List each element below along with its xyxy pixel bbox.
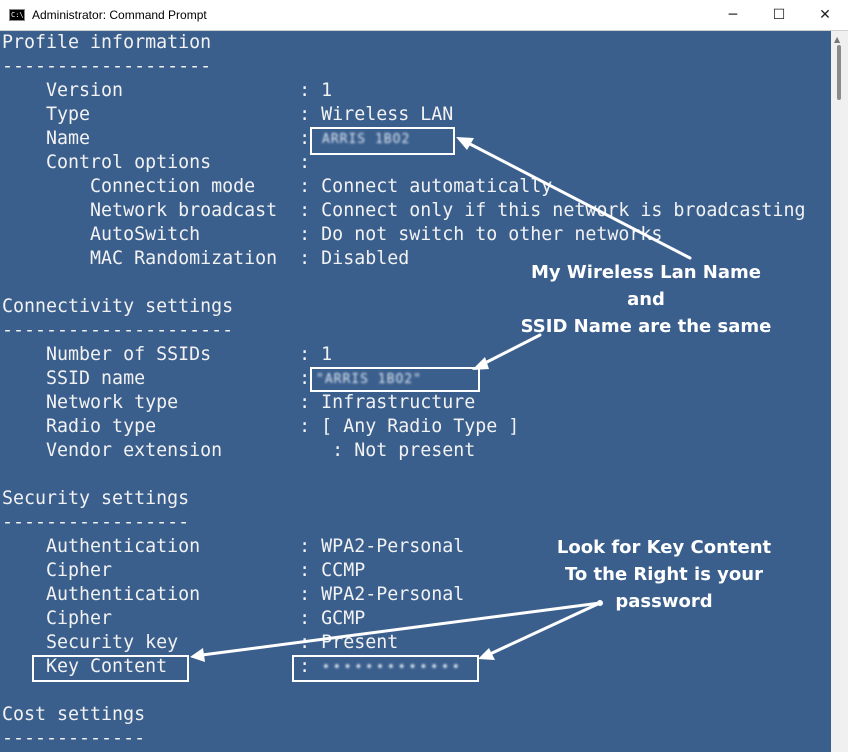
key-content-label-box	[32, 655, 189, 682]
vertical-scrollbar[interactable]: ▲	[831, 31, 848, 752]
network-broadcast-line: Network broadcast : Connect only if this…	[2, 200, 806, 221]
authentication-line-2: Authentication : WPA2-Personal	[2, 584, 465, 605]
title-bar: C:\ Administrator: Command Prompt ─ ☐ ✕	[0, 0, 848, 31]
key-content-value-box	[292, 655, 479, 682]
connectivity-rule: ---------------------	[2, 320, 234, 341]
security-header: Security settings	[2, 488, 190, 509]
ssid-name-line: SSID name :	[2, 368, 311, 389]
type-line: Type : Wireless LAN	[2, 104, 454, 125]
cost-rule: -------------	[2, 728, 146, 749]
redacted-ssid-value: "ARRIS 1BO2"	[316, 372, 422, 387]
connection-mode-line: Connection mode : Connect automatically	[2, 176, 553, 197]
control-options-line: Control options :	[2, 152, 311, 173]
annotation-key-line-3: password	[615, 591, 713, 612]
name-line: Name :	[2, 128, 311, 149]
key-content-annotation: Look for Key Content To the Right is you…	[545, 534, 783, 615]
autoswitch-line: AutoSwitch : Do not switch to other netw…	[2, 224, 663, 245]
window-title: Administrator: Command Prompt	[32, 8, 207, 22]
maximize-button[interactable]: ☐	[772, 7, 786, 23]
scrollbar-thumb[interactable]	[837, 45, 841, 100]
cipher-line-2: Cipher : GCMP	[2, 608, 366, 629]
key-content-line: Key Content :	[2, 656, 311, 677]
version-line: Version : 1	[2, 80, 333, 101]
name-highlight-box	[310, 127, 455, 155]
redacted-name-value: ARRIS 1BO2	[322, 132, 411, 147]
radio-type-line: Radio type : [ Any Radio Type ]	[2, 416, 520, 437]
vendor-extension-line: Vendor extension : Not present	[2, 440, 476, 461]
cost-header: Cost settings	[2, 704, 146, 725]
profile-header: Profile information	[2, 32, 212, 53]
mac-randomization-line: MAC Randomization : Disabled	[2, 248, 410, 269]
annotation-key-line-2: To the Right is your	[565, 564, 763, 585]
network-type-line: Network type : Infrastructure	[2, 392, 476, 413]
number-of-ssids-line: Number of SSIDs : 1	[2, 344, 333, 365]
authentication-line-1: Authentication : WPA2-Personal	[2, 536, 465, 557]
scroll-up-arrow-icon[interactable]: ▲	[834, 35, 841, 44]
profile-rule: -------------------	[2, 56, 212, 77]
annotation-wireless-line-1: My Wireless Lan Name	[531, 262, 761, 283]
minimize-button[interactable]: ─	[728, 7, 738, 23]
wireless-name-annotation: My Wireless Lan Name and SSID Name are t…	[515, 259, 777, 340]
ssid-highlight-box	[310, 367, 480, 392]
annotation-wireless-line-2: and	[627, 289, 665, 310]
annotation-key-line-1: Look for Key Content	[556, 537, 772, 558]
connectivity-header: Connectivity settings	[2, 296, 234, 317]
close-button[interactable]: ✕	[819, 7, 831, 23]
security-rule: -----------------	[2, 512, 190, 533]
redacted-key-value: •••••••••••••	[322, 660, 463, 675]
cmd-icon[interactable]: C:\	[9, 9, 25, 21]
annotation-wireless-line-3: SSID Name are the same	[520, 316, 772, 337]
security-key-line: Security key : Present	[2, 632, 399, 653]
cipher-line-1: Cipher : CCMP	[2, 560, 366, 581]
